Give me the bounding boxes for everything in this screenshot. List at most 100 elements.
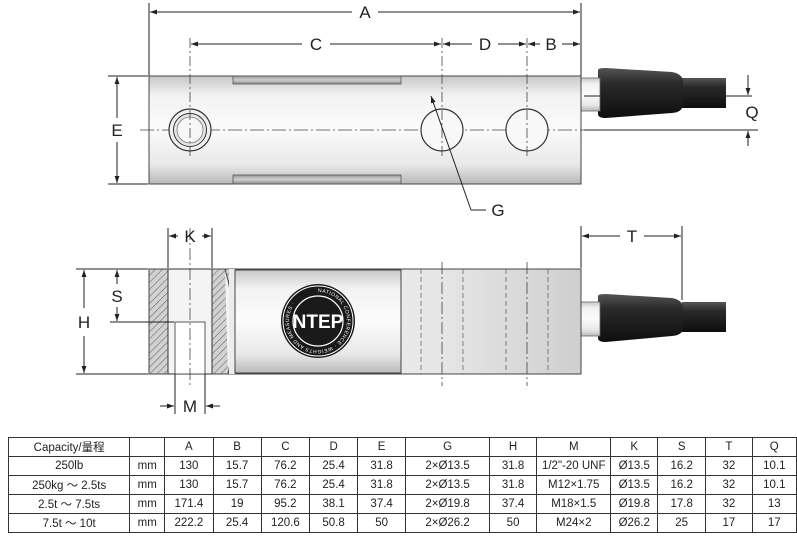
dim-label-b: B xyxy=(545,35,556,54)
table-cell: mm xyxy=(129,456,166,476)
table-header-cell: K xyxy=(610,437,659,457)
ntep-logo: NATIONAL CONFERENCE · WEIGHTS AND MEASUR… xyxy=(281,284,355,358)
dim-label-s: S xyxy=(111,287,122,306)
table-header-cell: A xyxy=(164,437,214,457)
table-cell: 10.1 xyxy=(751,456,797,476)
table-cell: 15.7 xyxy=(212,475,262,495)
table-header-cell: C xyxy=(260,437,311,457)
table-cell: 1/2"-20 UNF xyxy=(536,456,612,476)
table-cell: 17 xyxy=(751,513,797,533)
table-row: 250kg ～ 2.5ts mm 130 15.7 76.2 25.4 31.8… xyxy=(7,475,797,495)
table-cell: 76.2 xyxy=(260,475,311,495)
table-cell: 31.8 xyxy=(357,475,407,495)
table-cell: 130 xyxy=(164,456,214,476)
table-cell: mm xyxy=(129,494,166,514)
table-cell: 25.4 xyxy=(309,456,359,476)
table-cell: 16.2 xyxy=(657,475,707,495)
dim-label-h: H xyxy=(78,313,90,332)
table-cell: 50 xyxy=(489,513,538,533)
top-slot-lower xyxy=(232,174,402,185)
table-cell: 25.4 xyxy=(212,513,262,533)
top-dimensions xyxy=(108,3,758,211)
dim-label-k: K xyxy=(184,227,196,246)
table-cell: 50.8 xyxy=(309,513,359,533)
dim-label-m: M xyxy=(183,397,197,416)
table-header-cell: B xyxy=(212,437,262,457)
table-cell: Ø26.2 xyxy=(610,513,659,533)
table-cell: 17.8 xyxy=(657,494,707,514)
table-cell: M24×2 xyxy=(536,513,612,533)
table-cell: 31.8 xyxy=(357,456,407,476)
table-cell: 25 xyxy=(657,513,707,533)
table-cell: 31.8 xyxy=(489,456,538,476)
table-row: 7.5t ～ 10t mm 222.2 25.4 120.6 50.8 50 2… xyxy=(7,513,797,533)
table-row: 250lb mm 130 15.7 76.2 25.4 31.8 2×Ø13.5… xyxy=(7,456,797,476)
table-row: 2.5t ～ 7.5ts mm 171.4 19 95.2 38.1 37.4 … xyxy=(7,494,797,514)
table-cell: 7.5t ～ 10t xyxy=(7,513,131,533)
table-cell: 130 xyxy=(164,475,214,495)
table-cell: 32 xyxy=(705,494,753,514)
table-cell: 38.1 xyxy=(309,494,359,514)
table-cell: 50 xyxy=(357,513,407,533)
table-header-cell: Capacity/量程 xyxy=(7,437,131,457)
table-cell: 16.2 xyxy=(657,456,707,476)
table-cell: 250lb xyxy=(7,456,131,476)
table-header-row: Capacity/量程 A B C D E G H M K S T Q xyxy=(7,437,797,457)
dimension-letters: A C D B E Q G K T S H M xyxy=(78,3,759,416)
table-cell: 25.4 xyxy=(309,475,359,495)
top-slot-upper xyxy=(232,75,402,85)
side-view: NATIONAL CONFERENCE · WEIGHTS AND MEASUR… xyxy=(148,228,726,386)
table-cell: 17 xyxy=(705,513,753,533)
table-cell: Ø19.8 xyxy=(610,494,659,514)
table-cell: 250kg ～ 2.5ts xyxy=(7,475,131,495)
table-cell: 171.4 xyxy=(164,494,214,514)
table-cell: mm xyxy=(129,513,166,533)
table-cell: 2×Ø13.5 xyxy=(405,456,491,476)
table-header-cell: T xyxy=(705,437,753,457)
dim-label-e: E xyxy=(111,121,122,140)
table-header-cell: M xyxy=(536,437,612,457)
top-cable-boot xyxy=(598,68,683,118)
spec-table: Capacity/量程 A B C D E G H M K S T Q 250l… xyxy=(7,437,797,533)
load-cell-drawing: NATIONAL CONFERENCE · WEIGHTS AND MEASUR… xyxy=(76,3,759,416)
side-cable-boot xyxy=(598,294,683,342)
table-cell: 37.4 xyxy=(489,494,538,514)
table-cell: 2×Ø19.8 xyxy=(405,494,491,514)
side-cable xyxy=(682,302,726,332)
dim-label-c: C xyxy=(310,35,322,54)
table-cell: 32 xyxy=(705,475,753,495)
table-cell: M18×1.5 xyxy=(536,494,612,514)
table-cell: 10.1 xyxy=(751,475,797,495)
table-header-cell: Q xyxy=(751,437,797,457)
top-view xyxy=(140,38,726,185)
table-cell: M12×1.75 xyxy=(536,475,612,495)
table-cell: 95.2 xyxy=(260,494,311,514)
side-cable-fitting xyxy=(579,301,601,337)
table-cell: mm xyxy=(129,475,166,495)
table-cell: 222.2 xyxy=(164,513,214,533)
table-cell: Ø13.5 xyxy=(610,475,659,495)
table-cell: 15.7 xyxy=(212,456,262,476)
table-cell: 2×Ø26.2 xyxy=(405,513,491,533)
table-cell: 37.4 xyxy=(357,494,407,514)
table-header-cell: H xyxy=(489,437,538,457)
table-header-cell: E xyxy=(357,437,407,457)
table-cell: 76.2 xyxy=(260,456,311,476)
dim-label-t: T xyxy=(627,227,637,246)
table-header-cell: D xyxy=(309,437,359,457)
table-cell: 19 xyxy=(212,494,262,514)
dim-label-a: A xyxy=(359,3,371,22)
dim-label-d: D xyxy=(479,35,491,54)
table-cell: 2×Ø13.5 xyxy=(405,475,491,495)
side-dimensions xyxy=(76,226,683,414)
table-cell: 2.5t ～ 7.5ts xyxy=(7,494,131,514)
top-cable xyxy=(682,78,726,108)
dim-label-q: Q xyxy=(745,103,758,122)
table-cell: Ø13.5 xyxy=(610,456,659,476)
table-cell: 31.8 xyxy=(489,475,538,495)
table-cell: 120.6 xyxy=(260,513,311,533)
table-header-cell xyxy=(129,437,166,457)
top-cable-fitting xyxy=(579,77,601,112)
table-header-cell: G xyxy=(405,437,491,457)
table-cell: 13 xyxy=(751,494,797,514)
